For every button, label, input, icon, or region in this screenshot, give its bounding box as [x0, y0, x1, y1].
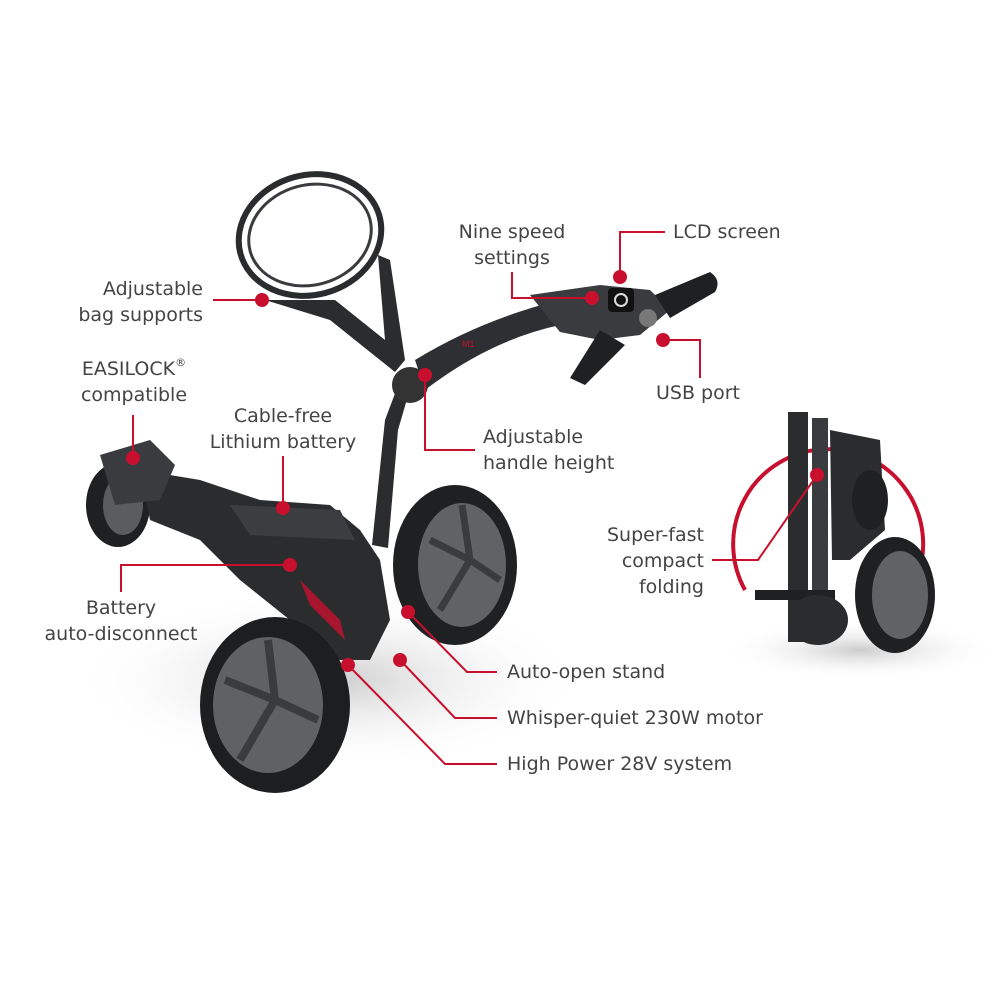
label-power: High Power 28V system	[507, 753, 733, 775]
callout-dots	[126, 270, 824, 672]
label-battery: Cable-free Lithium battery	[200, 403, 366, 455]
label-line: compact	[621, 550, 704, 572]
callout-dot	[283, 558, 297, 572]
label-easilock: EASILOCK® compatible	[70, 356, 198, 408]
brand-text: EASILOCK	[81, 358, 176, 380]
callout-dot	[656, 333, 670, 347]
callout-dot	[585, 291, 599, 305]
label-handle-height: Adjustable handle height	[483, 424, 614, 476]
label-line: handle height	[483, 452, 615, 474]
label-usb: USB port	[656, 382, 740, 404]
label-line: Nine speed	[458, 221, 566, 243]
leader-lines	[120, 231, 818, 765]
callout-dot	[341, 658, 355, 672]
label-lcd: LCD screen	[673, 221, 781, 243]
callout-dot	[255, 293, 269, 307]
callout-dot	[401, 605, 415, 619]
label-bag-supports: Adjustable bag supports	[78, 276, 203, 328]
m1-logo: M1	[462, 339, 475, 349]
folded-trolley	[731, 412, 935, 653]
label-line: EASILOCK®	[70, 356, 198, 382]
label-folding: Super-fast compact folding	[607, 522, 704, 600]
callout-dot	[393, 653, 407, 667]
label-nine-speed: Nine speed settings	[452, 219, 572, 271]
callout-dot	[810, 468, 824, 482]
callout-dot	[126, 451, 140, 465]
label-line: Super-fast	[607, 524, 704, 546]
label-line: folding	[638, 576, 704, 598]
label-line: Cable-free	[233, 405, 333, 427]
registered-mark: ®	[175, 356, 187, 369]
label-line: auto-disconnect	[44, 623, 198, 645]
label-disconnect: Battery auto-disconnect	[36, 595, 206, 647]
label-line: Lithium battery	[209, 431, 357, 453]
label-line: bag supports	[78, 304, 203, 326]
label-line: Adjustable	[102, 278, 203, 300]
callout-dot	[276, 501, 290, 515]
label-line: compatible	[80, 384, 188, 406]
shadow	[720, 620, 1000, 680]
callout-dot	[613, 270, 627, 284]
callout-dot	[418, 368, 432, 382]
label-line: Battery	[85, 597, 157, 619]
label-line: Adjustable	[483, 426, 584, 448]
label-stand: Auto-open stand	[507, 661, 666, 683]
label-motor: Whisper-quiet 230W motor	[507, 707, 763, 729]
label-line: settings	[474, 247, 550, 269]
